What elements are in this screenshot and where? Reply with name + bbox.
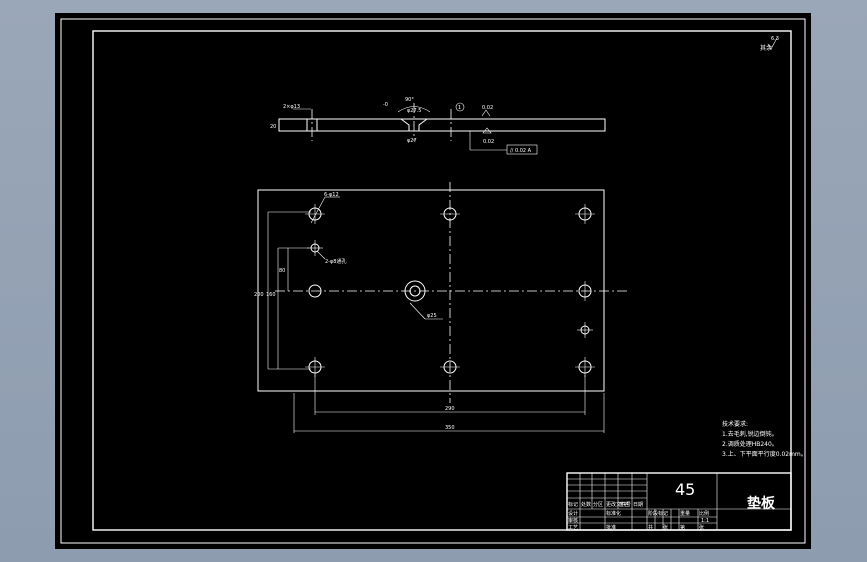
hole-top-mid: [440, 207, 460, 221]
roughness-value: 6.3: [771, 36, 779, 42]
sec-flatness-box: // 0.02 A: [510, 148, 532, 154]
dim-height-outer: 200: [254, 292, 264, 298]
hole-bot-mid: [440, 360, 460, 374]
sec-tol-box2: 0.02: [483, 139, 494, 145]
tb-sheets-1: 张: [663, 524, 668, 531]
sec-bore: φ27: [407, 138, 417, 144]
tech-item-1: 1.去毛刺,锐边倒钝。: [722, 430, 778, 438]
tb-no: 第: [680, 524, 685, 531]
outer-border: [60, 18, 806, 544]
tb-sign: 签名: [619, 501, 629, 508]
section-body: [278, 118, 606, 132]
hole-bot-left: [305, 357, 325, 377]
dim-height-inner: 160: [266, 292, 276, 298]
center-bore-label: φ25: [427, 313, 437, 319]
sec-countersink: φ27.5: [407, 108, 421, 114]
hole-mid-left: [308, 284, 322, 298]
center-bore: [404, 280, 426, 302]
sec-tol-mark: 0.02: [482, 105, 493, 111]
tb-approve: 批准: [606, 524, 616, 531]
inner-border: [92, 30, 792, 531]
sec-tol-minus: -0: [383, 102, 388, 108]
tb-design: 设计: [568, 510, 578, 517]
hole-small-left: [307, 240, 323, 256]
tb-process: 工艺: [568, 525, 578, 531]
tb-change-doc: 更改文件号: [606, 501, 631, 508]
sec-tol-left: 2×φ13: [283, 104, 300, 110]
sec-circle-num: 1: [458, 105, 461, 111]
tb-stage: 阶段标记: [648, 510, 668, 517]
tech-item-2: 2.调质处理HB240。: [722, 440, 778, 448]
plan-view: 6-φ12 2-φ8通孔 φ25 200 160 80 290 350: [254, 182, 629, 433]
hole-top-left: [305, 204, 325, 224]
dim-width-inner: 290: [445, 406, 455, 412]
section-view: 2×φ13 90° φ27.5 -0 20 φ27 1 0.02 0.02 //…: [270, 97, 606, 155]
tb-weight: 重量: [680, 510, 690, 517]
hole-label-b: 2-φ8通孔: [325, 258, 346, 265]
tech-heading: 技术要求:: [722, 420, 748, 428]
tb-zone: 分区: [593, 501, 603, 508]
drawing-sheet: 其余 6.3 2×φ13 90° φ27.5 -0 20 φ27 1 0.02: [60, 18, 807, 544]
hole-label-a: 6-φ12: [324, 192, 339, 198]
tb-total: 共: [648, 524, 653, 531]
sec-flatness-frame: [506, 144, 538, 155]
tb-scale-label: 比例: [699, 510, 709, 517]
tb-date: 日期: [633, 502, 643, 508]
dim-width-outer: 350: [445, 425, 455, 431]
sec-thickness: 20: [270, 124, 276, 130]
dim-pitch: 80: [279, 268, 285, 274]
part-name: 垫板: [747, 495, 776, 512]
tb-sheets-2: 张: [699, 524, 704, 531]
tb-mark: 标记: [568, 501, 578, 508]
tech-item-3: 3.上、下平面平行度0.02mm。: [722, 450, 807, 458]
plate-outline: [257, 189, 605, 392]
tech-requirements: 技术要求: 1.去毛刺,锐边倒钝。 2.调质处理HB240。 3.上、下平面平行…: [722, 420, 807, 458]
material: 45: [675, 480, 695, 499]
hole-bot-right: [575, 357, 595, 377]
tb-standard: 标准化: [606, 510, 621, 517]
sec-angle: 90°: [405, 97, 414, 103]
roughness-corner-text: 其余: [760, 44, 772, 52]
hole-small-right: [577, 322, 593, 338]
hole-top-right: [575, 204, 595, 224]
title-block: 45 垫板 标记 处数 分区 更改文件号 签名 日期 设计 标准化 审核 工艺 …: [566, 472, 792, 531]
tb-review: 审核: [568, 517, 578, 524]
hole-mid-right: [578, 281, 592, 301]
cad-viewport[interactable]: 其余 6.3 2×φ13 90° φ27.5 -0 20 φ27 1 0.02: [55, 13, 811, 549]
tb-scale: 1:1: [701, 518, 709, 524]
tb-count: 处数: [581, 501, 591, 508]
sec-circle-marker: [455, 102, 465, 112]
roughness-symbol: 其余 6.3: [760, 36, 779, 52]
